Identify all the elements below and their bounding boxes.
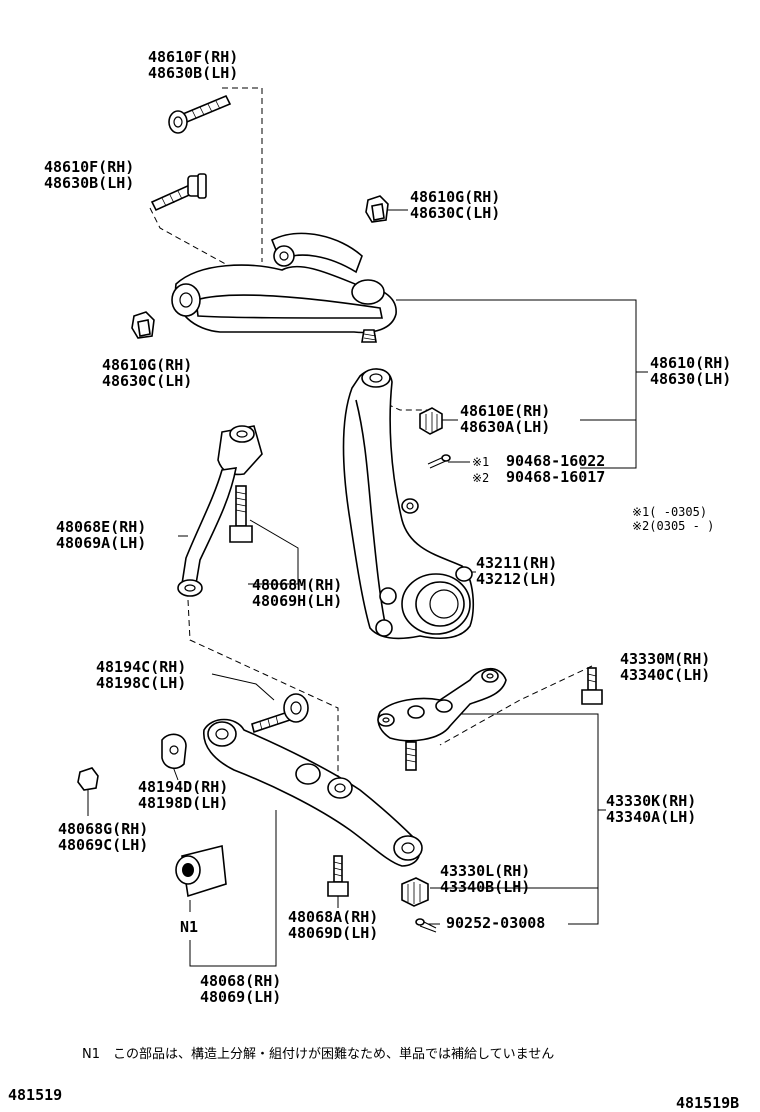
label-strut-rod-lh: 48069A(LH) xyxy=(56,534,146,552)
label-bolt-left-rh: 48610F(RH) xyxy=(44,158,134,176)
label-collar-lh: 48069C(LH) xyxy=(58,836,148,854)
upper-arm-nut-right xyxy=(365,195,389,223)
label-pin-2: 90468-16017 xyxy=(506,468,605,486)
footnote-1: ※1( -0305) xyxy=(632,505,707,519)
label-bolt-top-lh: 48630B(LH) xyxy=(148,64,238,82)
cotter-pin-lower xyxy=(415,918,437,933)
label-ball-joint-rh: 43330K(RH) xyxy=(606,792,696,810)
label-lower-bolt-lh: 48069D(LH) xyxy=(288,924,378,942)
ball-joint-bolt xyxy=(581,667,603,705)
label-nut-top-rh: 48610G(RH) xyxy=(410,188,500,206)
footer: N1 この部品は、構造上分解・組付けが困難なため、単品では補給していません 48… xyxy=(8,1046,739,1112)
label-cam-bolt-rh: 48194C(RH) xyxy=(96,658,186,676)
label-ball-nut-lh: 48630A(LH) xyxy=(460,418,550,436)
footnote-2: ※2(0305 - ) xyxy=(632,519,714,533)
label-upper-arm-rh: 48610(RH) xyxy=(650,354,731,372)
cotter-pin-upper xyxy=(427,454,451,469)
label-cotter-pin: 90252-03008 xyxy=(446,914,545,932)
label-bolt-left-lh: 48630B(LH) xyxy=(44,174,134,192)
leader-lines xyxy=(87,87,648,967)
lower-ball-joint xyxy=(377,667,507,771)
label-cam-bolt-lh: 48198C(LH) xyxy=(96,674,186,692)
lower-arm-bushing xyxy=(175,845,227,898)
label-nut-left-rh: 48610G(RH) xyxy=(102,356,192,374)
label-cam-plate-lh: 48198D(LH) xyxy=(138,794,228,812)
lower-ball-joint-nut xyxy=(401,877,429,907)
label-lower-arm-rh: 48068(RH) xyxy=(200,972,281,990)
label-ball-joint-lh: 43340A(LH) xyxy=(606,808,696,826)
upper-arm-bolt-left xyxy=(150,173,207,212)
label-bushing-n1: N1 xyxy=(180,918,198,936)
upper-control-arm xyxy=(171,232,397,343)
label-strut-bolt-rh: 48068M(RH) xyxy=(252,576,342,594)
camber-cam-plate xyxy=(161,733,187,770)
label-strut-rod-rh: 48068E(RH) xyxy=(56,518,146,536)
label-strut-bolt-lh: 48069H(LH) xyxy=(252,592,342,610)
label-ball-joint-nut-rh: 43330L(RH) xyxy=(440,862,530,880)
label-upper-arm-lh: 48630(LH) xyxy=(650,370,731,388)
label-bolt-43330m-lh: 43340C(LH) xyxy=(620,666,710,684)
camber-adjust-bolt xyxy=(251,693,309,734)
part-labels: 48610F(RH) 48630B(LH) 48610F(RH) 48630B(… xyxy=(44,48,731,1006)
strut-rod-bolt xyxy=(229,485,253,543)
label-pin-2-mark: ※2 xyxy=(472,471,489,485)
label-bolt-top-rh: 48610F(RH) xyxy=(148,48,238,66)
bushing-note-text: N1 この部品は、構造上分解・組付けが困難なため、単品では補給していません xyxy=(82,1046,554,1062)
label-bolt-43330m-rh: 43330M(RH) xyxy=(620,650,710,668)
collar xyxy=(77,767,99,791)
upper-arm-nut-left xyxy=(131,311,155,339)
ball-joint-nut-upper xyxy=(419,407,443,435)
label-nut-top-lh: 48630C(LH) xyxy=(410,204,500,222)
page-code-right: 481519B xyxy=(676,1094,739,1112)
label-cam-plate-rh: 48194D(RH) xyxy=(138,778,228,796)
label-nut-left-lh: 48630C(LH) xyxy=(102,372,192,390)
steering-knuckle xyxy=(342,368,475,640)
upper-arm-bolt-top xyxy=(168,94,232,134)
label-pin-1-mark: ※1 xyxy=(472,455,489,469)
label-lower-arm-lh: 48069(LH) xyxy=(200,988,281,1006)
strut-rod xyxy=(177,425,263,597)
label-ball-joint-nut-lh: 43340B(LH) xyxy=(440,878,530,896)
label-collar-rh: 48068G(RH) xyxy=(58,820,148,838)
label-knuckle-lh: 43212(LH) xyxy=(476,570,557,588)
label-lower-bolt-rh: 48068A(RH) xyxy=(288,908,378,926)
lower-control-arm xyxy=(203,718,423,867)
page-code-left: 481519 xyxy=(8,1086,62,1104)
lower-arm-bolt xyxy=(327,855,349,897)
label-pin-1: 90468-16022 xyxy=(506,452,605,470)
label-knuckle-rh: 43211(RH) xyxy=(476,554,557,572)
label-ball-nut-rh: 48610E(RH) xyxy=(460,402,550,420)
